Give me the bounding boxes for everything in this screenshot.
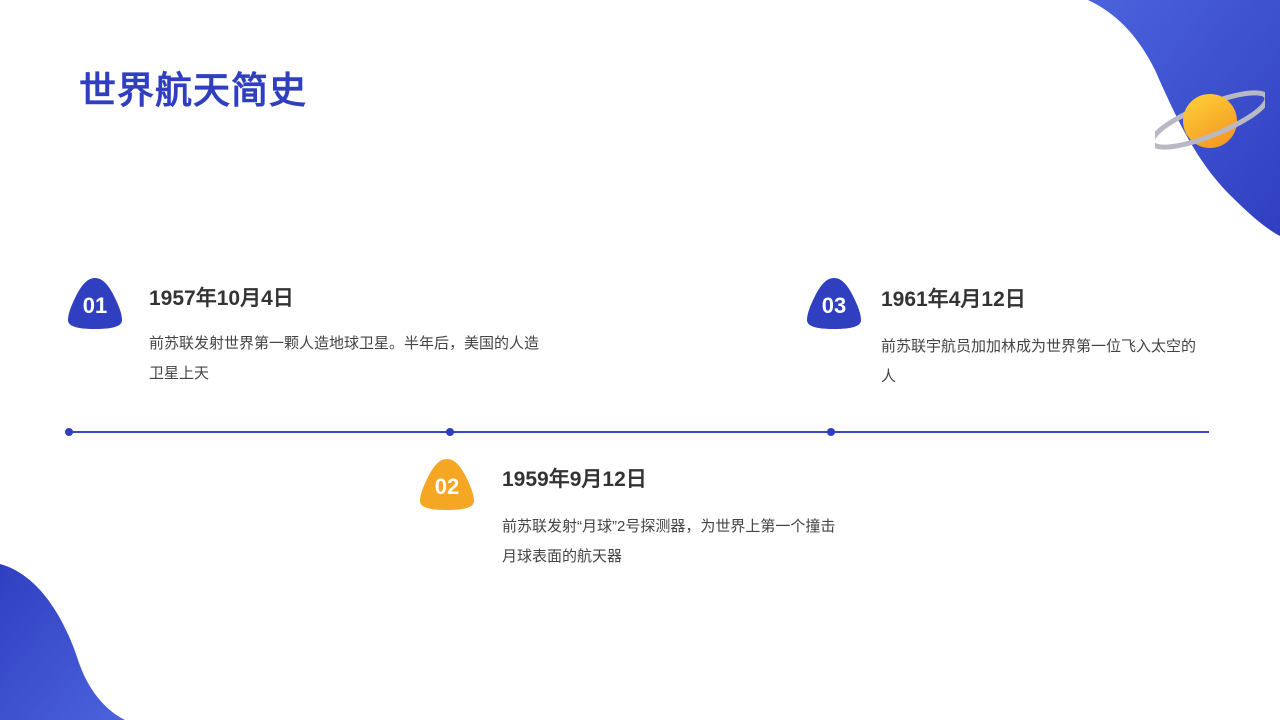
event-description: 前苏联发射“月球”2号探测器，为世界上第一个撞击月球表面的航天器 bbox=[502, 518, 836, 565]
timeline-line bbox=[69, 431, 1209, 433]
event-date: 1959年9月12日 bbox=[502, 468, 647, 491]
event-badge-03: 03 bbox=[807, 276, 861, 330]
timeline-dot bbox=[446, 428, 454, 436]
timeline-dot bbox=[827, 428, 835, 436]
planet-icon bbox=[1155, 90, 1265, 150]
timeline-dot bbox=[65, 428, 73, 436]
event-number: 03 bbox=[821, 293, 847, 318]
event-badge-02: 02 bbox=[420, 457, 474, 511]
event-date: 1957年10月4日 bbox=[149, 287, 294, 310]
event-number: 01 bbox=[82, 293, 108, 318]
bottom-left-wave-decoration bbox=[0, 564, 125, 720]
event-description: 前苏联发射世界第一颗人造地球卫星。半年后，美国的人造卫星上天 bbox=[149, 335, 540, 382]
event-description: 前苏联宇航员加加林成为世界第一位飞入太空的人 bbox=[881, 338, 1197, 385]
page-title: 世界航天简史 bbox=[79, 70, 307, 111]
event-badge-01: 01 bbox=[68, 276, 122, 330]
event-number: 02 bbox=[434, 474, 460, 499]
event-date: 1961年4月12日 bbox=[881, 288, 1026, 311]
